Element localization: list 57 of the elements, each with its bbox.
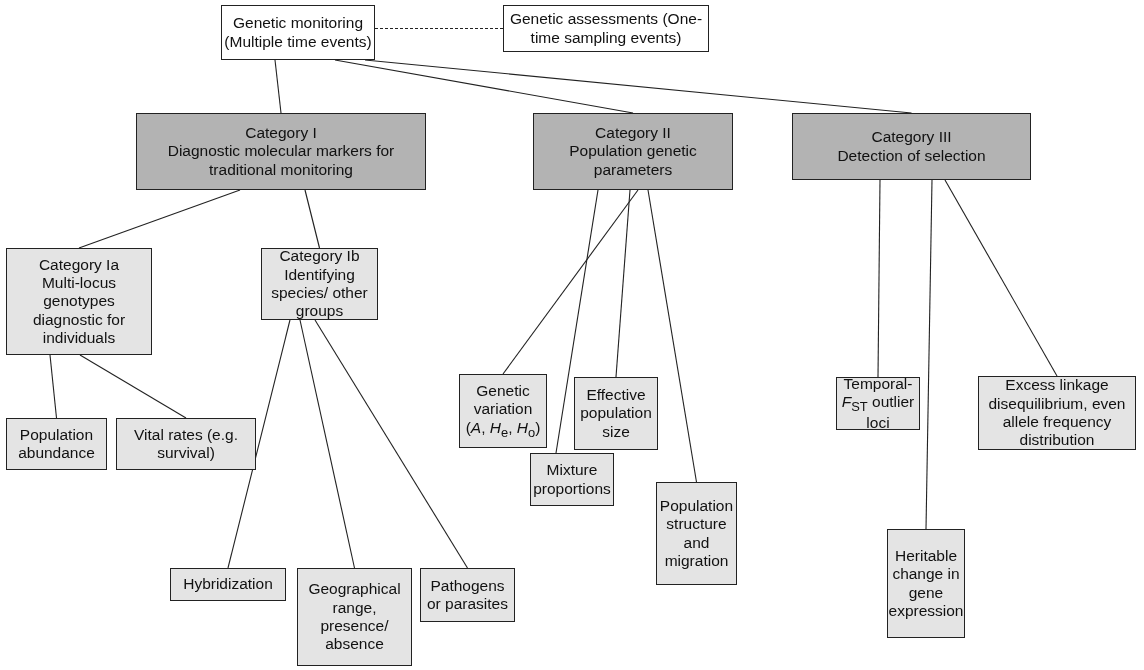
connector-line: [555, 189, 599, 454]
connector-line: [925, 179, 933, 530]
box: [530, 453, 614, 506]
box-text: Diagnostic molecular markers for traditional monitoring: [166, 142, 396, 179]
box-text: Population abundance: [17, 425, 96, 463]
connector-line: [615, 189, 631, 378]
connector-line: [647, 189, 698, 483]
connector-line: [227, 319, 291, 569]
box-text: (A, H$_{e}$, H$_{o}$): [465, 418, 541, 440]
box-text: Heritable change in gene expression: [888, 546, 964, 621]
connector-line: [78, 189, 241, 249]
box-text: Vital rates (e.g. survival): [133, 425, 239, 463]
box: [297, 568, 412, 666]
box-text: Temporal-F$_{ST}$ outlier loci: [840, 374, 916, 433]
box-text: Genetic assessments (One-time sampling events): [508, 10, 704, 47]
category-box: [533, 113, 733, 190]
box-text: Pathogens or parasites: [426, 576, 509, 614]
box: [116, 418, 256, 470]
box-text: Excess linkage disequilibrium, even allele frequency distribution: [987, 376, 1127, 450]
box-text: Genetic monitoring (Multiple time events): [224, 14, 372, 51]
connector-line: [502, 189, 639, 375]
category-box: [792, 113, 1031, 180]
connector-line: [49, 354, 58, 419]
box-text: Hybridization: [183, 575, 273, 594]
box-text: Population structure and migration: [659, 496, 734, 571]
box-text: Mixture proportions: [533, 461, 611, 498]
box: [656, 482, 737, 585]
box: [887, 529, 965, 638]
connector-line: [304, 189, 321, 249]
connector-line: [79, 354, 187, 419]
box: [459, 374, 547, 448]
box-text: Effective population size: [579, 386, 653, 441]
box-text: Population genetic parameters: [568, 142, 698, 179]
box-heading: Category II: [595, 124, 671, 143]
box: [170, 568, 286, 601]
connector-line: [374, 27, 504, 30]
box: [261, 248, 378, 320]
connector-line: [274, 59, 282, 114]
box-heading: Category Ia: [38, 255, 120, 275]
box: [221, 5, 375, 60]
box-heading: Category I: [245, 124, 317, 143]
box: [6, 418, 107, 470]
box: [574, 377, 658, 450]
box-text: Multi-locus genotypes diagnostic for individuals: [31, 274, 127, 348]
box-text: Detection of selection: [837, 146, 986, 165]
box-text: Identifying species/ other groups: [270, 265, 369, 321]
box: [420, 568, 515, 622]
category-box: [136, 113, 426, 190]
connector-line: [314, 319, 469, 569]
box-heading: Genetic variation: [472, 382, 534, 419]
connector-line: [944, 179, 1058, 377]
box: [6, 248, 152, 355]
connector-line: [299, 319, 356, 569]
box-heading: Category Ib: [279, 247, 360, 266]
box-text: Geographical range, presence/ absence: [307, 580, 402, 654]
connector-line: [877, 179, 881, 378]
box-heading: Category III: [871, 128, 952, 147]
